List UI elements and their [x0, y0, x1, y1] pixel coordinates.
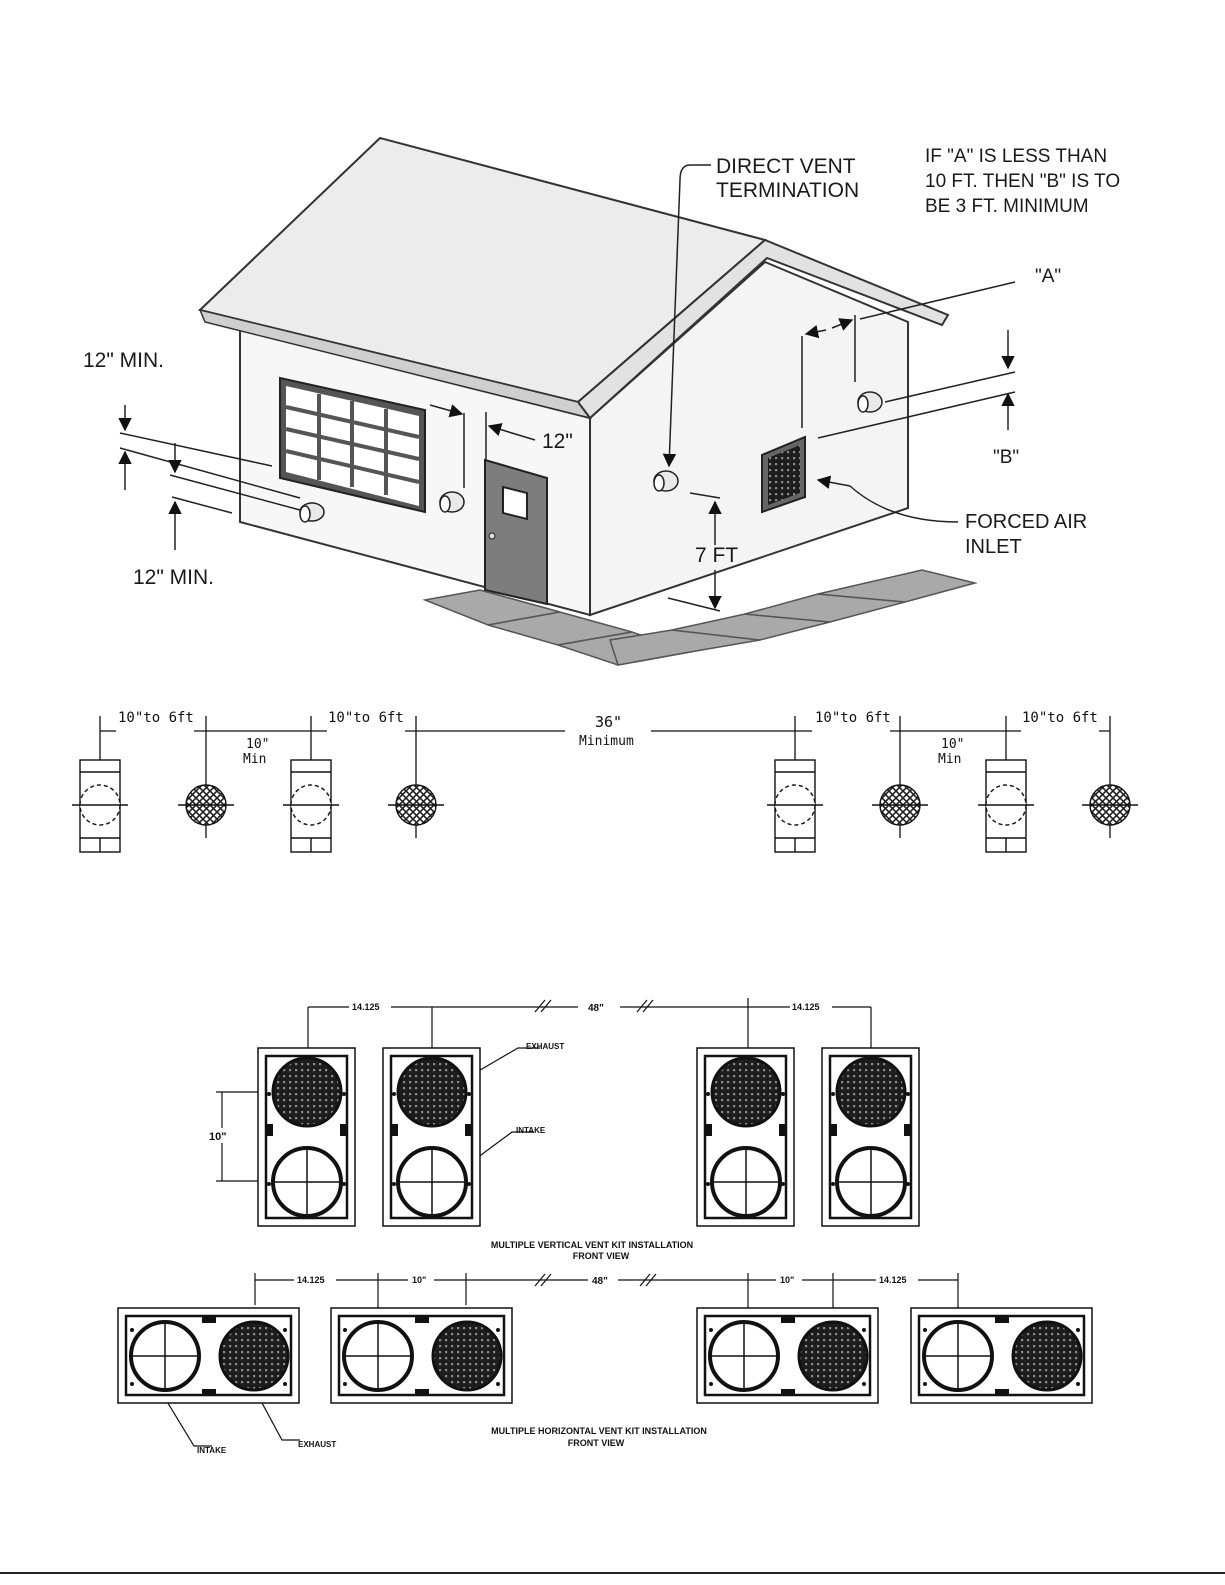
- horizontal-dim-mid: 48": [592, 1276, 608, 1287]
- vertical-vent-kit-4: [821, 1047, 920, 1227]
- ten-inch-min-label-1b: Min: [243, 752, 266, 767]
- vertical-dim-vertical: 10": [209, 1131, 226, 1143]
- pair-spacing-label-3: 10"to 6ft: [815, 710, 891, 726]
- vertical-dim-left: 14.125: [352, 1002, 380, 1012]
- horizontal-vent-kit-4: [910, 1307, 1093, 1404]
- horizontal-intake-label: INTAKE: [197, 1446, 227, 1455]
- vertical-dim-mid: 48": [588, 1003, 604, 1014]
- vertical-dim-right: 14.125: [792, 1002, 820, 1012]
- clearance-note-line3: BE 3 FT. MINIMUM: [925, 196, 1089, 217]
- vertical-vent-kits: 14.125 48" 14.125 10" EXHAUST INTAKE MUL…: [204, 998, 920, 1261]
- intake-pipe-2: [283, 759, 339, 853]
- horizontal-dim-3: 10": [780, 1275, 794, 1285]
- house-walkway: [422, 569, 978, 666]
- vertical-vent-kit-1: [257, 1047, 356, 1227]
- horizontal-dim-2: 10": [412, 1275, 426, 1285]
- clearance-note-line2: 10 FT. THEN "B" IS TO: [925, 171, 1120, 192]
- direct-vent-termination-label: DIRECT VENT: [716, 155, 856, 178]
- clearance-note-line1: IF "A" IS LESS THAN: [925, 146, 1107, 167]
- vertical-exhaust-label: EXHAUST: [526, 1042, 564, 1051]
- pair-spacing-label-1: 10"to 6ft: [118, 710, 194, 726]
- ten-inch-min-label-1: 10": [246, 737, 269, 752]
- vent-terminal-mid: [439, 491, 465, 513]
- horizontal-vent-kit-3: [696, 1307, 879, 1404]
- pair-spacing-label-2: 10"to 6ft: [328, 710, 404, 726]
- forced-air-inlet-label: FORCED AIR: [965, 511, 1087, 533]
- page-footer-rule: [0, 1572, 1225, 1574]
- label-a: "A": [1035, 266, 1061, 287]
- horizontal-dim-1: 14.125: [297, 1275, 325, 1285]
- vertical-vent-kit-3: [696, 1047, 795, 1227]
- pair-spacing-label-4: 10"to 6ft: [1022, 710, 1098, 726]
- house-door: [484, 458, 548, 606]
- min-bottom-label: 12" MIN.: [133, 566, 214, 589]
- ten-inch-min-label-2: 10": [941, 737, 964, 752]
- house-roof-rake: [576, 238, 950, 420]
- vertical-caption-2: FRONT VIEW: [573, 1251, 630, 1261]
- vertical-vent-kit-2: [382, 1047, 481, 1227]
- vent-terminal-upper-right: [857, 391, 883, 413]
- height-7ft-label: 7 FT: [695, 544, 738, 567]
- horizontal-vent-kits: 14.125 10" 48" 10" 14.125 INTAKE EXHAUST…: [117, 1273, 1093, 1455]
- thirty-six-minimum-label: 36": [595, 713, 622, 731]
- label-b: "B": [993, 447, 1019, 468]
- vertical-intake-label: INTAKE: [516, 1126, 546, 1135]
- ten-inch-min-label-2b: Min: [938, 752, 961, 767]
- vent-spacing-diagram: 10"to 6ft 10"to 6ft 10"to 6ft 10"to 6ft …: [72, 710, 1138, 853]
- vent-terminal-right-wall: [653, 470, 679, 492]
- house-window: [279, 376, 426, 514]
- horizontal-vent-kit-2: [330, 1307, 513, 1404]
- house-illustration: DIRECT VENT TERMINATION IF "A" IS LESS T…: [83, 136, 1120, 666]
- forced-air-inlet-label-line2: INLET: [965, 536, 1022, 558]
- door-clearance-label: 12": [542, 430, 573, 453]
- horizontal-dim-4: 14.125: [879, 1275, 907, 1285]
- min-top-label: 12" MIN.: [83, 349, 164, 372]
- horizontal-vent-kit-1: [117, 1307, 300, 1404]
- vent-terminal-left: [299, 502, 325, 523]
- vertical-caption: MULTIPLE VERTICAL VENT KIT INSTALLATION: [491, 1240, 693, 1250]
- intake-pipe-3: [767, 759, 823, 853]
- horizontal-caption: MULTIPLE HORIZONTAL VENT KIT INSTALLATIO…: [491, 1426, 707, 1436]
- forced-air-inlet-grille: [761, 435, 806, 514]
- horizontal-caption-2: FRONT VIEW: [568, 1438, 625, 1448]
- direct-vent-termination-label-line2: TERMINATION: [716, 179, 859, 202]
- intake-pipe-4: [978, 759, 1034, 853]
- thirty-six-minimum-label-2: Minimum: [579, 734, 634, 749]
- horizontal-exhaust-label: EXHAUST: [298, 1440, 336, 1449]
- intake-pipe-1: [72, 759, 128, 853]
